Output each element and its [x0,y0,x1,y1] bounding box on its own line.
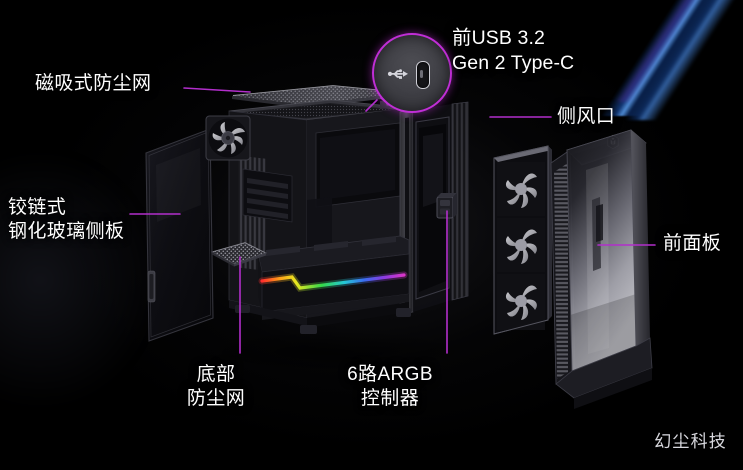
case-foot [396,308,411,317]
usb-port-zoom-loupe [372,33,452,113]
callout-front-usb-type-c: 前USB 3.2 Gen 2 Type-C [452,27,575,74]
usb-type-c-port-icon [416,61,430,89]
callout-argb-controller: 6路ARGB 控制器 [347,364,433,410]
bottom-dust-filter-part [210,242,268,267]
callout-magnetic-dust-filter: 磁吸式防尘网 [35,73,152,94]
argb-light-strip-part [258,271,408,292]
callout-bottom-dust-filter: 底部 防尘网 [186,364,246,410]
bracket-fan [497,162,545,216]
bracket-fan [497,218,545,272]
tempered-glass-side-panel-part [145,128,214,342]
callout-front-panel: 前面板 [663,233,722,254]
callout-hinged-glass-panel: 铰链式 钢化玻璃侧板 [8,197,125,243]
rear-exhaust-fan-part [205,115,251,161]
watermark: 幻尘科技 [654,432,727,451]
chassis-frame-part [228,98,469,334]
usb-superspeed-icon [387,69,408,79]
bracket-fan [497,274,545,330]
callout-side-air-vent: 侧风口 [557,106,616,127]
front-panel-assembly-part [550,129,653,409]
case-foot [300,325,317,334]
floor-shadow [180,330,480,374]
argb-controller-part [436,193,457,219]
triple-fan-bracket-part [493,145,552,335]
side-air-vent-slats [554,163,568,379]
case-foot [235,305,250,313]
